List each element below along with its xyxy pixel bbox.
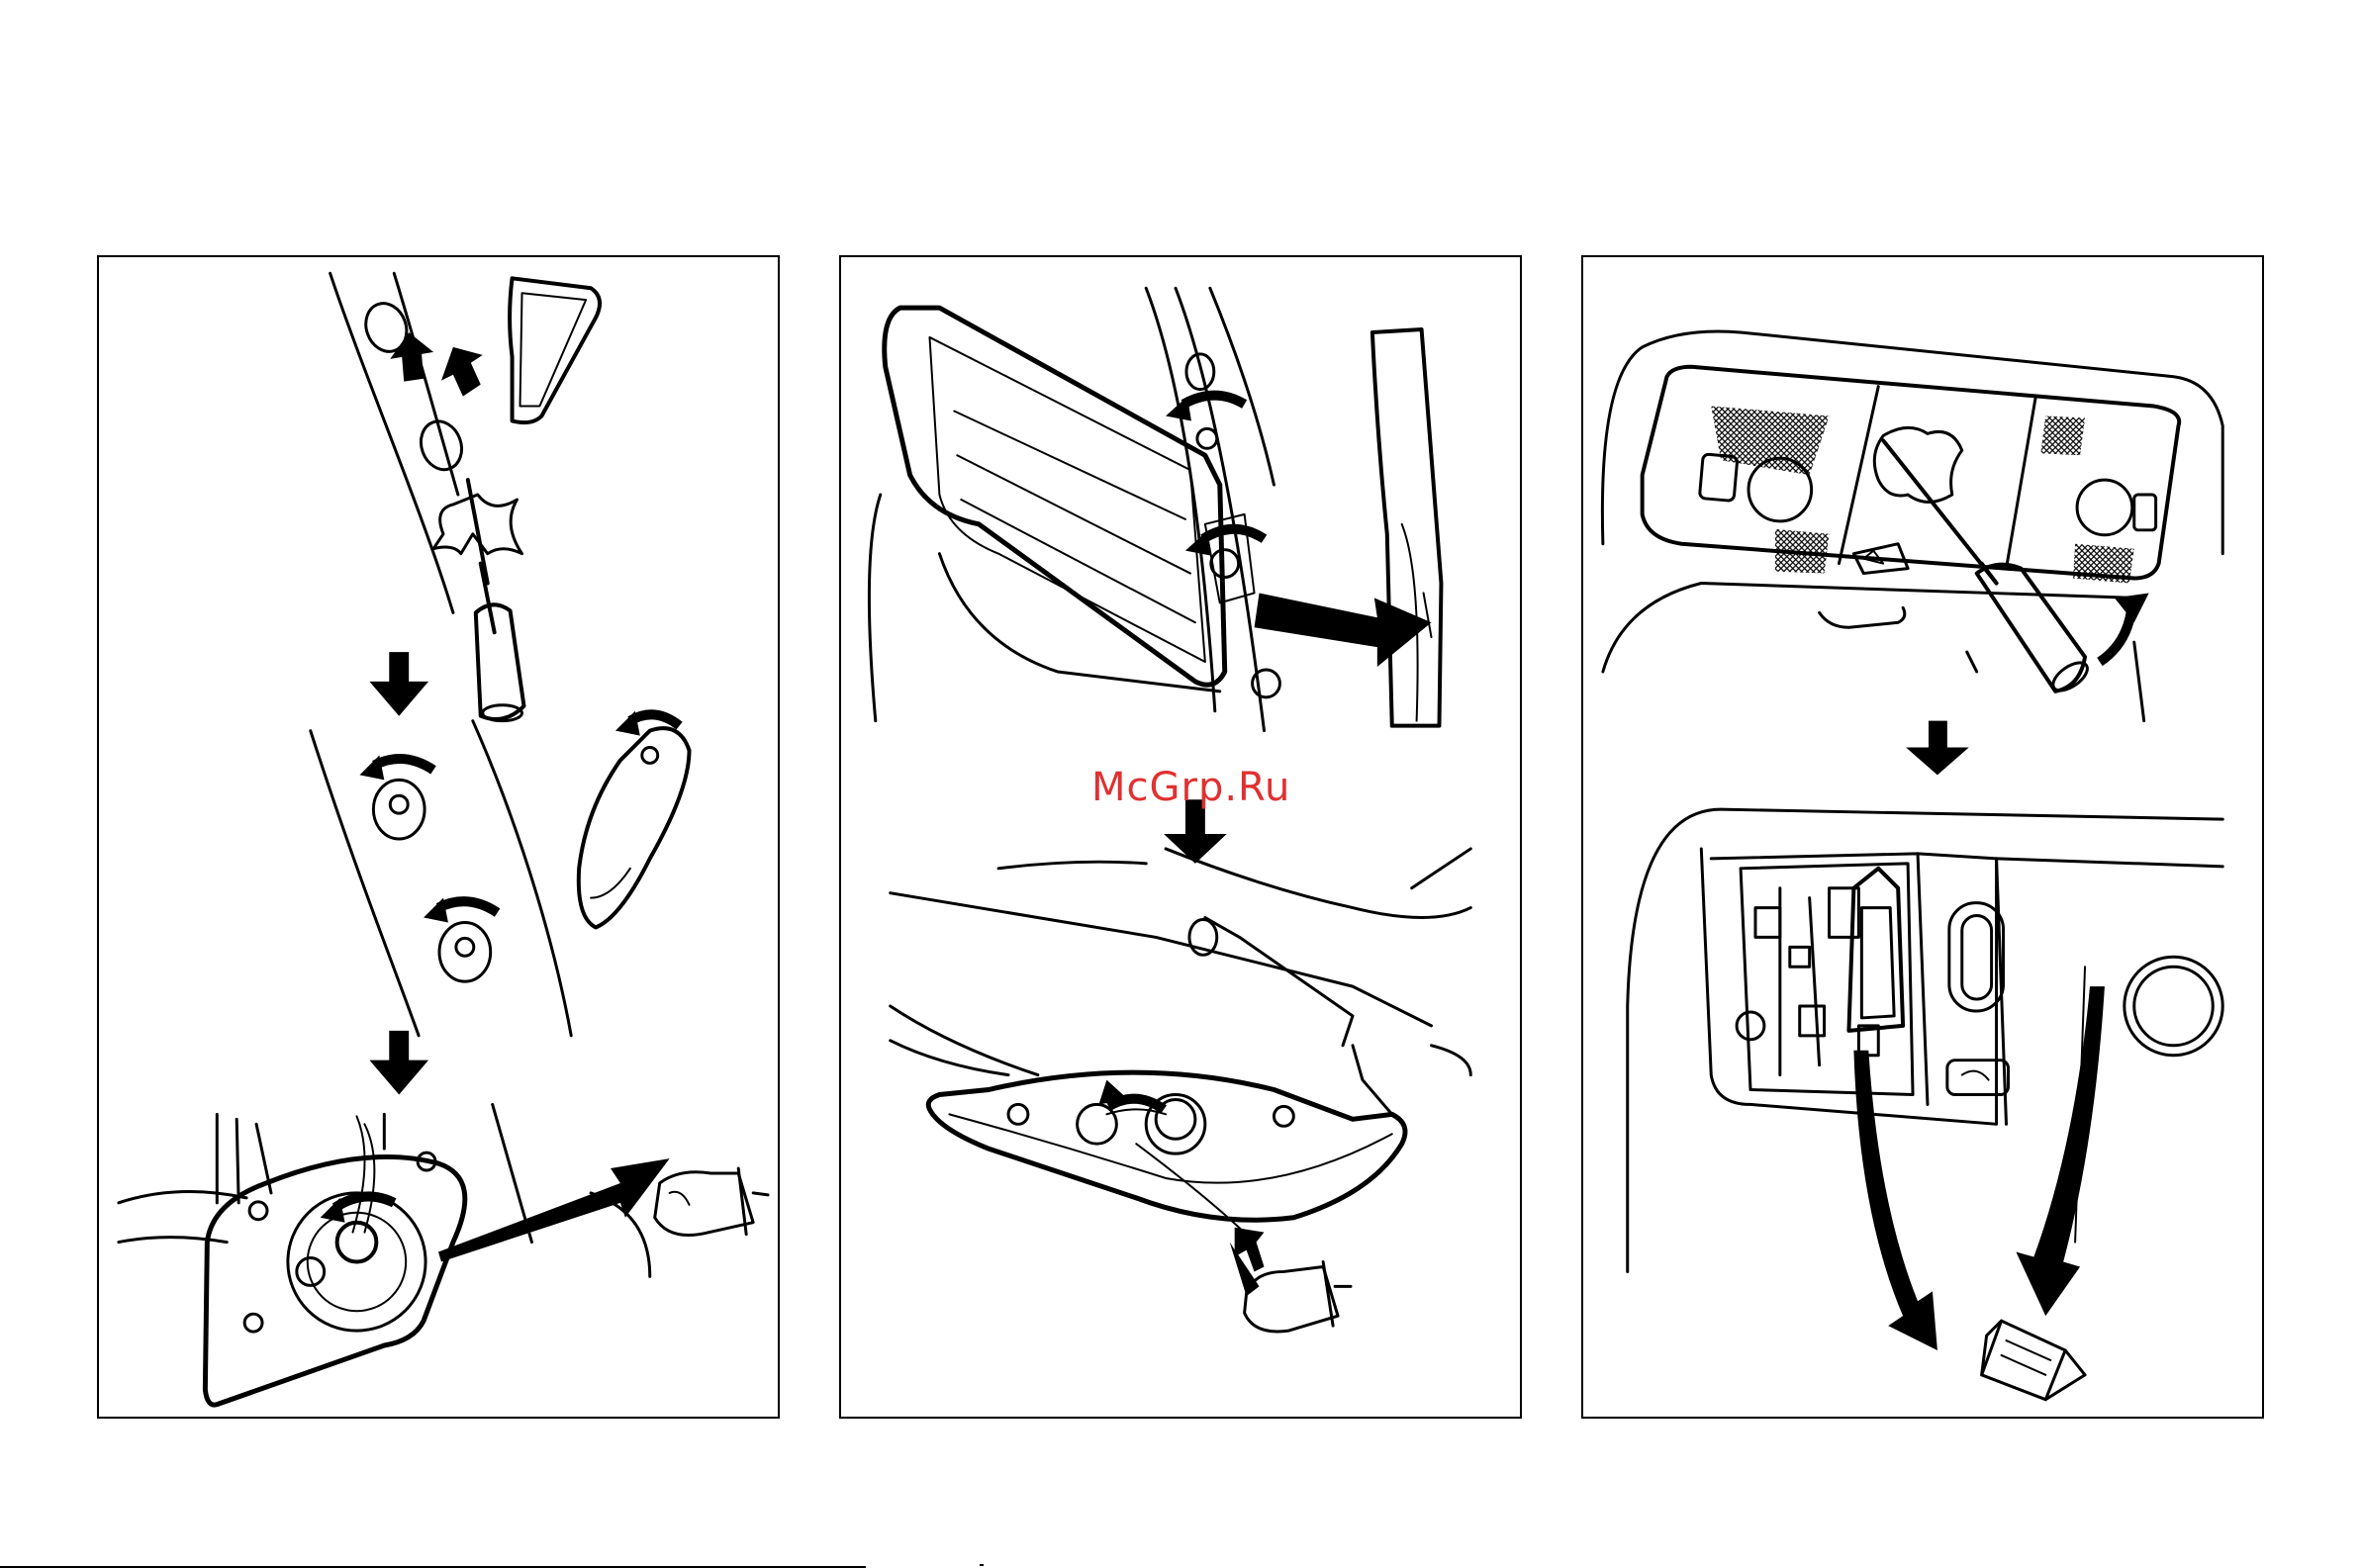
illustration-panel-2: McGrp.Ru bbox=[839, 255, 1522, 1419]
arrow-down-curve-icon bbox=[2016, 986, 2104, 1316]
footer-mark bbox=[980, 1564, 984, 1566]
illustration-panel-3 bbox=[1581, 255, 2264, 1419]
arrow-down-icon bbox=[369, 1031, 428, 1095]
pillar-lamp-illustration bbox=[99, 257, 778, 1417]
arrow-down-icon bbox=[369, 652, 428, 716]
arrow-up-icon bbox=[441, 347, 483, 397]
combination-lamp-illustration bbox=[841, 257, 1520, 1417]
illustration-panel-1 bbox=[97, 255, 780, 1419]
arrow-up-icon bbox=[390, 332, 433, 382]
arrow-right-icon bbox=[438, 1158, 670, 1261]
watermark-label: McGrp.Ru bbox=[1091, 765, 1290, 810]
arrow-down-icon bbox=[1906, 721, 1969, 776]
arrow-right-icon bbox=[1255, 593, 1432, 667]
map-lamp-illustration bbox=[1583, 257, 2262, 1417]
